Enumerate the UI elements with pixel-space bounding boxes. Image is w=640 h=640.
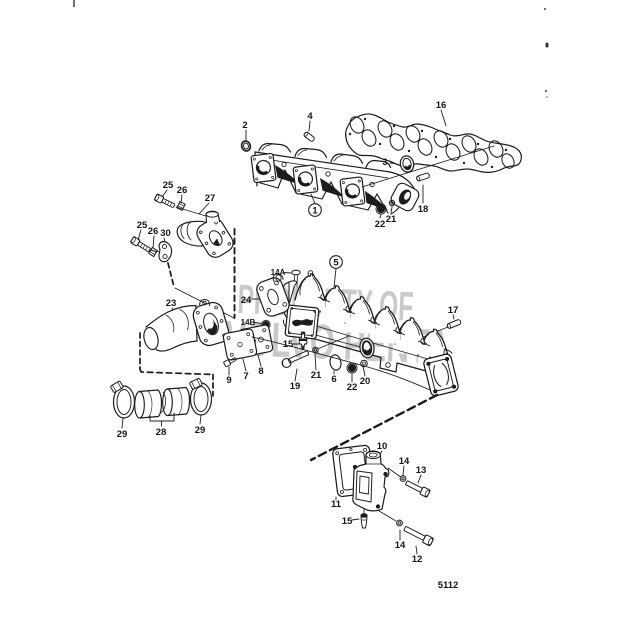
svg-text:23: 23 — [166, 298, 177, 309]
svg-text:18: 18 — [418, 204, 429, 215]
svg-text:11: 11 — [331, 499, 342, 510]
svg-text:2: 2 — [242, 120, 247, 131]
svg-text:19: 19 — [290, 381, 301, 392]
svg-text:4: 4 — [307, 111, 313, 122]
svg-text:15: 15 — [342, 516, 353, 527]
svg-text:14: 14 — [395, 540, 406, 551]
svg-text:8: 8 — [258, 366, 263, 377]
svg-text:20: 20 — [360, 376, 371, 387]
svg-text:14A: 14A — [271, 268, 286, 277]
svg-text:14: 14 — [399, 456, 410, 467]
svg-text:13: 13 — [416, 465, 427, 476]
svg-text:25: 25 — [163, 180, 174, 191]
svg-text:22: 22 — [375, 219, 386, 230]
svg-text:3: 3 — [382, 157, 387, 168]
svg-text:25: 25 — [137, 220, 148, 231]
svg-text:30: 30 — [160, 228, 171, 239]
svg-text:27: 27 — [205, 193, 216, 204]
svg-text:21: 21 — [311, 370, 322, 381]
svg-text:16: 16 — [436, 100, 447, 111]
svg-text:29: 29 — [195, 425, 206, 436]
svg-text:24: 24 — [241, 295, 252, 306]
svg-text:10: 10 — [377, 441, 388, 452]
svg-text:7: 7 — [243, 371, 248, 382]
svg-text:22: 22 — [347, 382, 358, 393]
svg-text:21: 21 — [386, 214, 397, 225]
svg-text:26: 26 — [177, 185, 188, 196]
svg-text:12: 12 — [412, 554, 423, 565]
svg-text:17: 17 — [448, 305, 459, 316]
svg-text:5112: 5112 — [438, 580, 459, 591]
svg-text:29: 29 — [117, 429, 128, 440]
svg-text:5: 5 — [333, 258, 339, 269]
svg-text:14B: 14B — [241, 318, 256, 327]
svg-text:1: 1 — [312, 206, 318, 217]
svg-text:9: 9 — [226, 375, 231, 386]
svg-text:6: 6 — [331, 374, 336, 385]
svg-text:28: 28 — [156, 427, 167, 438]
svg-text:15: 15 — [283, 339, 294, 350]
svg-text:26: 26 — [148, 226, 159, 237]
